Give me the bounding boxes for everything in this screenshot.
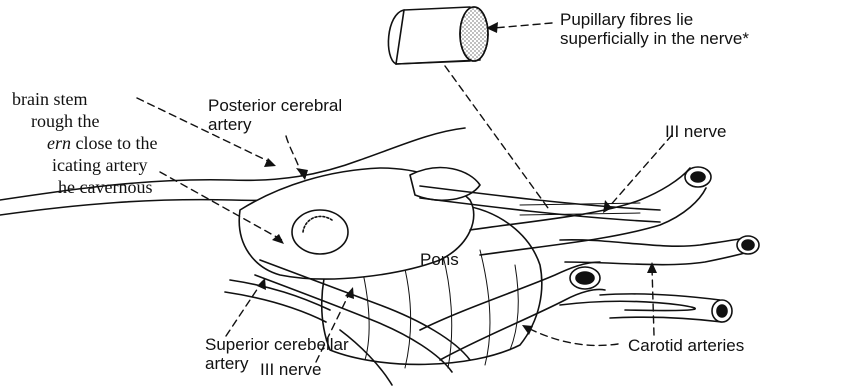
iii-nerve-lower-label: III nerve: [260, 360, 321, 379]
iii-nerve-upper-label: III nerve: [665, 122, 726, 141]
pupillary-label: Pupillary fibres lie superficially in th…: [560, 10, 749, 48]
posterior-cerebral-label-line1: Posterior cerebral: [208, 96, 342, 115]
carotid-arteries-label: Carotid arteries: [628, 336, 744, 355]
posterior-cerebral-label-line2: artery: [208, 115, 342, 134]
left-cropped-text: brain stem rough the ern close to the ic…: [0, 88, 157, 198]
pupillary-label-line1: Pupillary fibres lie: [560, 10, 749, 29]
pupillary-leader: [494, 23, 552, 28]
left-text-line3-rest: close to the: [71, 133, 157, 153]
left-text-line2: rough the: [31, 110, 157, 132]
left-text-line5: he cavernous: [58, 176, 157, 198]
left-text-line3-italic: ern: [47, 133, 71, 153]
left-text-line1: brain stem: [12, 88, 157, 110]
superior-cerebellar-label-line1: Superior cerebellar: [205, 335, 349, 354]
iii-nerve-upper-leader: [608, 135, 672, 208]
superior-cerebellar-leader: [226, 282, 262, 336]
left-text-line4: icating artery: [52, 154, 157, 176]
carotid-leader-lower: [528, 328, 618, 345]
pupillary-label-line2: superficially in the nerve*: [560, 29, 749, 48]
posterior-cerebral-label: Posterior cerebral artery: [208, 96, 342, 134]
carotid-leader-upper: [652, 268, 654, 335]
nerve-cross-section-inset: [388, 7, 488, 64]
carotid-artery-upper: [470, 167, 759, 265]
pons-label: Pons: [420, 250, 459, 269]
left-text-line3: ern close to the: [47, 132, 157, 154]
